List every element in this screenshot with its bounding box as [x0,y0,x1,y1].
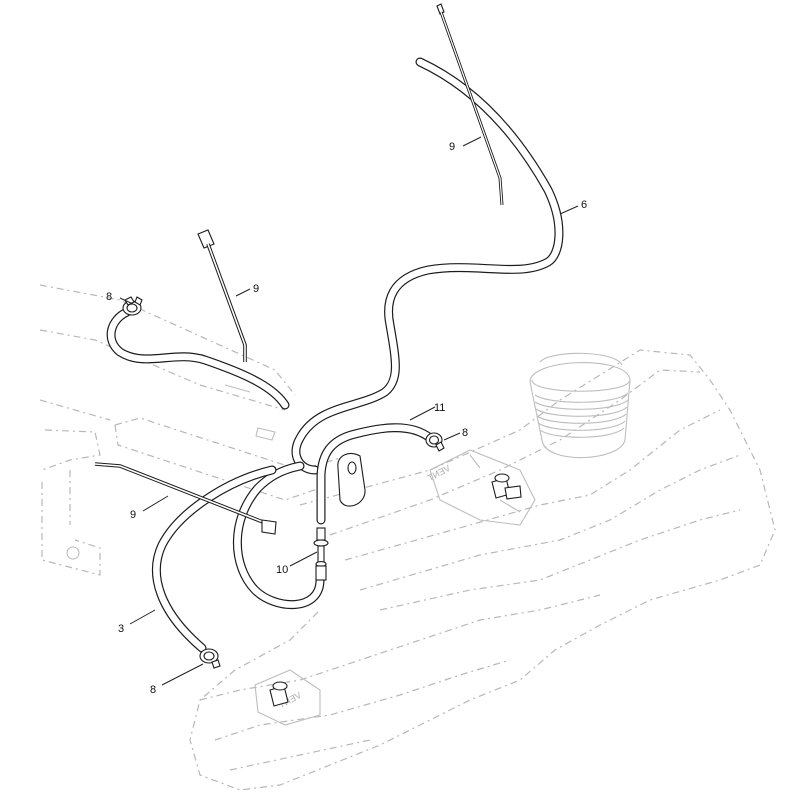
cable-tie-middle [197,229,247,362]
callout-8-right: 8 [462,427,468,439]
hose-clamp-lower [199,648,221,669]
cable-tie-lower [94,462,277,535]
callout-3: 3 [118,623,124,635]
filler-neck-ghost [529,352,631,459]
callout-10: 10 [276,564,288,576]
hose-11 [316,423,435,525]
callout-9-lower: 9 [130,509,136,521]
hose-upper-loop [106,307,290,410]
leader-lines [119,136,579,686]
tank-vent-fitting-upper [491,473,522,500]
tank-vent-fitting-lower [269,681,289,707]
vent-fitting-10 [313,527,329,581]
callout-9-top: 9 [449,141,455,153]
callout-6: 6 [581,199,587,211]
hose-3 [151,465,277,653]
hose-clamp-right [425,432,445,452]
hose-lower-loop [232,461,325,610]
mount-bracket [337,452,366,507]
callout-8-upper-left: 8 [106,291,112,303]
callout-9-middle: 9 [253,283,259,295]
callout-labels: 9 6 8 9 11 8 9 10 3 8 [106,141,587,696]
callout-11: 11 [434,402,445,414]
cable-tie-top [436,3,504,206]
hose-6 [291,57,564,475]
callout-8-lower: 8 [150,684,156,696]
hose-clamp-upper-left [122,296,143,316]
